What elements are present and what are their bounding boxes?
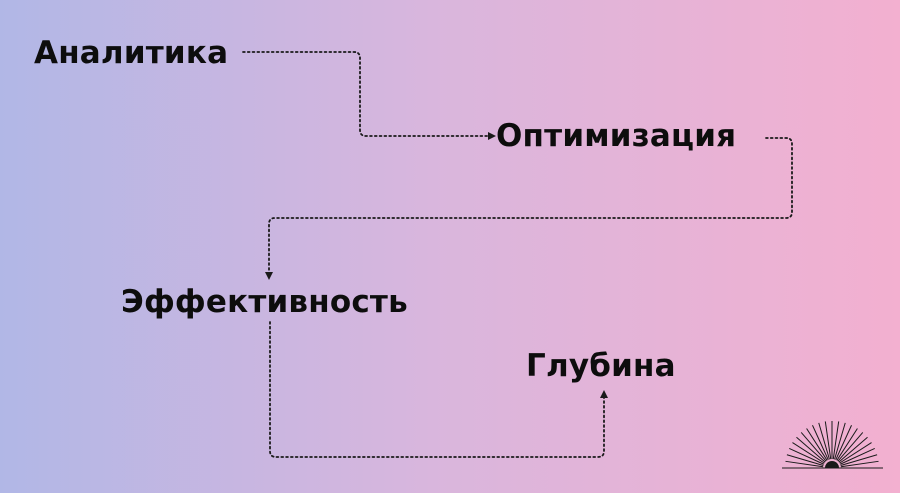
sunburst-ray xyxy=(832,421,840,460)
sunburst-icon xyxy=(782,421,883,469)
sunburst-ray xyxy=(792,442,825,464)
connector-analytics-to-optimization xyxy=(242,51,491,137)
node-depth: Глубина xyxy=(526,348,676,384)
sunburst-ray xyxy=(786,454,824,466)
sunburst-ray xyxy=(837,432,864,462)
arrowhead-depth xyxy=(600,390,608,398)
arrowhead-efficiency xyxy=(265,272,273,280)
sunburst-ray xyxy=(785,460,824,468)
node-analytics: Аналитика xyxy=(34,35,229,71)
sunburst-ray xyxy=(840,454,878,466)
sunburst-ray xyxy=(839,442,872,464)
sunburst-ray xyxy=(818,422,830,460)
connector-optimization-to-efficiency xyxy=(268,137,793,275)
sunburst-ray xyxy=(836,428,858,461)
sunburst-ray xyxy=(806,428,828,461)
sunburst-ray xyxy=(839,448,875,465)
sunburst-ray xyxy=(838,436,868,463)
sunburst-ray xyxy=(789,448,825,465)
sunburst-ray xyxy=(835,425,852,461)
sunburst-ray xyxy=(796,436,826,463)
connector-efficiency-to-depth xyxy=(269,321,605,458)
sunburst-ray xyxy=(800,432,827,462)
node-optimization: Оптимизация xyxy=(496,118,737,154)
sunburst-ray xyxy=(840,460,879,468)
sunburst-core xyxy=(825,461,839,468)
arrowhead-optimization xyxy=(488,132,496,140)
sunburst-ray xyxy=(824,421,832,460)
sunburst-ray xyxy=(812,425,829,461)
sunburst-ray xyxy=(834,422,846,460)
node-efficiency: Эффективность xyxy=(121,284,408,320)
